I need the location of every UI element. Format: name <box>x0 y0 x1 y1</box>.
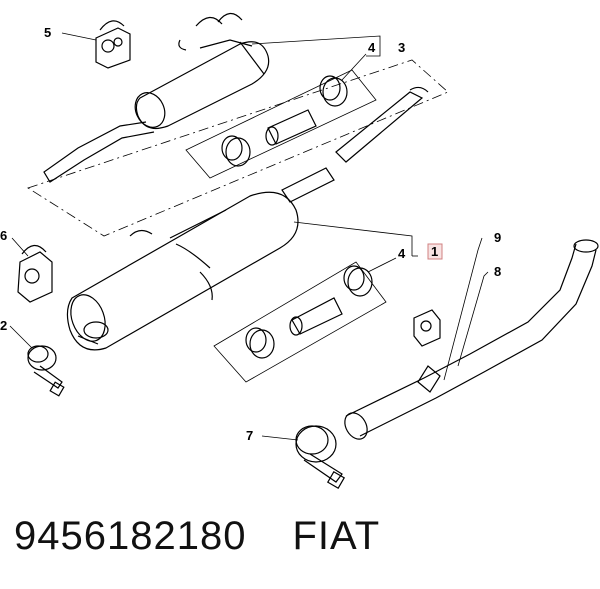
leader-6 <box>11 237 29 257</box>
callout-9: 9 <box>494 230 501 245</box>
leader-lines <box>251 35 489 381</box>
callout-8: 8 <box>494 264 501 279</box>
leader-5 <box>61 32 97 41</box>
callout-5: 5 <box>44 25 51 40</box>
callout-4-lower: 4 <box>398 246 406 261</box>
brand-name: FIAT <box>292 514 381 558</box>
part-9-rubber-mount <box>413 309 441 347</box>
part-5-rubber-hanger <box>95 20 131 69</box>
callout-7: 7 <box>246 428 253 443</box>
footer-caption: 9456182180 FIAT <box>14 514 380 559</box>
callout-3: 3 <box>398 40 405 55</box>
part-number: 9456182180 <box>14 514 247 558</box>
intermediate-pipe-frame <box>27 59 449 237</box>
part-7-clamp <box>295 425 346 490</box>
central-silencer <box>66 191 299 351</box>
leader-7 <box>261 435 299 441</box>
highlight-box-1 <box>427 243 443 260</box>
clamp-kit-upper <box>185 69 377 179</box>
part-2-clamp <box>27 345 65 397</box>
leader-2 <box>9 325 33 349</box>
callout-6: 6 <box>0 228 7 243</box>
rear-silencer <box>43 12 270 183</box>
callout-4-upper: 4 <box>368 40 376 55</box>
clamp-kit-lower <box>213 261 387 383</box>
part-8-front-pipe <box>344 239 599 440</box>
callout-1: 1 <box>431 244 438 259</box>
part-6-rubber-hanger <box>17 244 53 303</box>
callout-2: 2 <box>0 318 7 333</box>
